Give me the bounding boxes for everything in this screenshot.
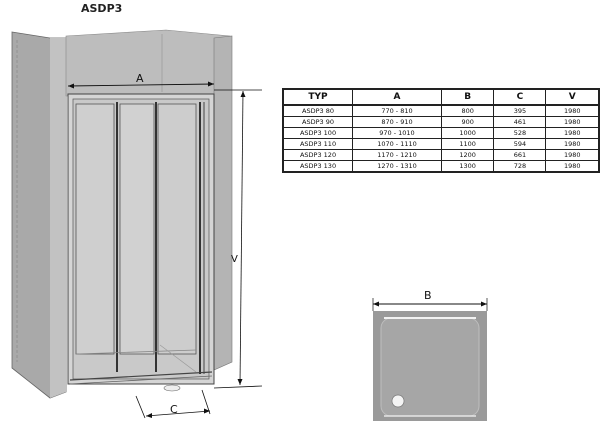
cell-a: 970 - 1010 (352, 127, 442, 139)
cell-c: 395 (493, 104, 547, 117)
cell-c: 661 (493, 149, 547, 161)
cell-a: 770 - 810 (352, 104, 442, 117)
column-header-v: V (545, 88, 600, 106)
cell-c: 728 (493, 160, 547, 173)
cell-typ: ASDP3 80 (282, 104, 354, 117)
column-header-typ: TYP (282, 88, 354, 106)
cell-b: 1200 (440, 149, 495, 161)
cell-v: 1980 (545, 127, 600, 139)
cell-b: 900 (440, 116, 495, 128)
cell-v: 1980 (545, 138, 600, 150)
dimensions-table: TYP A B C V ASDP3 80 770 - 810 800 395 1… (282, 88, 600, 173)
table-row: ASDP3 120 1170 - 1210 1200 661 1980 (282, 149, 600, 161)
cell-typ: ASDP3 120 (282, 149, 354, 161)
table-row: ASDP3 130 1270 - 1310 1300 728 1980 (282, 160, 600, 173)
table-header-row: TYP A B C V (282, 88, 600, 106)
column-header-b: B (440, 88, 495, 106)
cell-a: 870 - 910 (352, 116, 442, 128)
cell-typ: ASDP3 110 (282, 138, 354, 150)
dimension-label-a: A (136, 72, 144, 85)
cell-typ: ASDP3 130 (282, 160, 354, 173)
table-row: ASDP3 80 770 - 810 800 395 1980 (282, 104, 600, 117)
cell-a: 1170 - 1210 (352, 149, 442, 161)
table-row: ASDP3 110 1070 - 1110 1100 594 1980 (282, 138, 600, 150)
cell-a: 1270 - 1310 (352, 160, 442, 173)
dimension-label-b: B (424, 289, 432, 302)
cell-v: 1980 (545, 104, 600, 117)
cell-c: 461 (493, 116, 547, 128)
cell-b: 1000 (440, 127, 495, 139)
table-row: ASDP3 90 870 - 910 900 461 1980 (282, 116, 600, 128)
cell-a: 1070 - 1110 (352, 138, 442, 150)
cell-typ: ASDP3 90 (282, 116, 354, 128)
product-title: ASDP3 (81, 2, 123, 15)
cell-typ: ASDP3 100 (282, 127, 354, 139)
cell-v: 1980 (545, 116, 600, 128)
cell-b: 1100 (440, 138, 495, 150)
cell-v: 1980 (545, 149, 600, 161)
cell-b: 1300 (440, 160, 495, 173)
dimension-label-c: C (170, 403, 178, 416)
cell-b: 800 (440, 104, 495, 117)
column-header-c: C (493, 88, 547, 106)
column-header-a: A (352, 88, 442, 106)
table-row: ASDP3 100 970 - 1010 1000 528 1980 (282, 127, 600, 139)
dimension-label-v: V (231, 254, 238, 265)
cell-v: 1980 (545, 160, 600, 173)
cell-c: 594 (493, 138, 547, 150)
cell-c: 528 (493, 127, 547, 139)
